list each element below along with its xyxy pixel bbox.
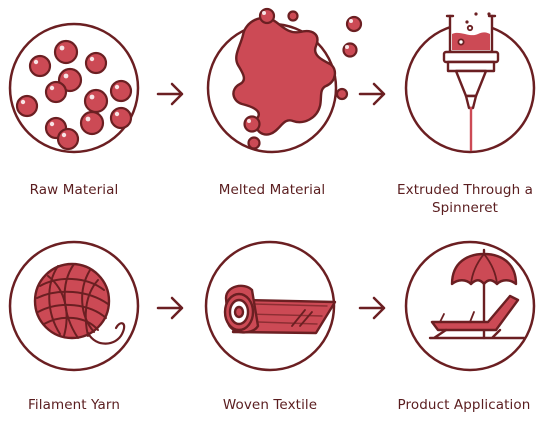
step-label-woven-textile: Woven Textile	[222, 397, 318, 413]
fabric-roll-icon	[223, 284, 337, 335]
step-extrusion	[404, 12, 536, 154]
step-label-melted-material: Melted Material	[218, 182, 326, 198]
step-product-application	[404, 240, 536, 372]
sunlounger-umbrella-icon	[428, 248, 526, 340]
step-raw-material	[8, 22, 140, 154]
step-woven-textile	[204, 240, 337, 372]
arrow-right-icon	[156, 296, 184, 320]
step-label-extrusion: Extruded Through a Spinneret	[396, 182, 533, 216]
step-melted-material	[206, 7, 363, 154]
arrow-right-icon	[358, 82, 386, 106]
step-filament-yarn	[8, 240, 140, 372]
yarn-ball-icon	[33, 262, 126, 345]
melt-splash-icon	[232, 16, 337, 136]
step-label-product-application: Product Application	[397, 397, 531, 413]
step-label-filament-yarn: Filament Yarn	[28, 397, 120, 413]
step-label-raw-material: Raw Material	[29, 182, 119, 198]
arrow-right-icon	[156, 82, 184, 106]
arrow-right-icon	[358, 296, 386, 320]
